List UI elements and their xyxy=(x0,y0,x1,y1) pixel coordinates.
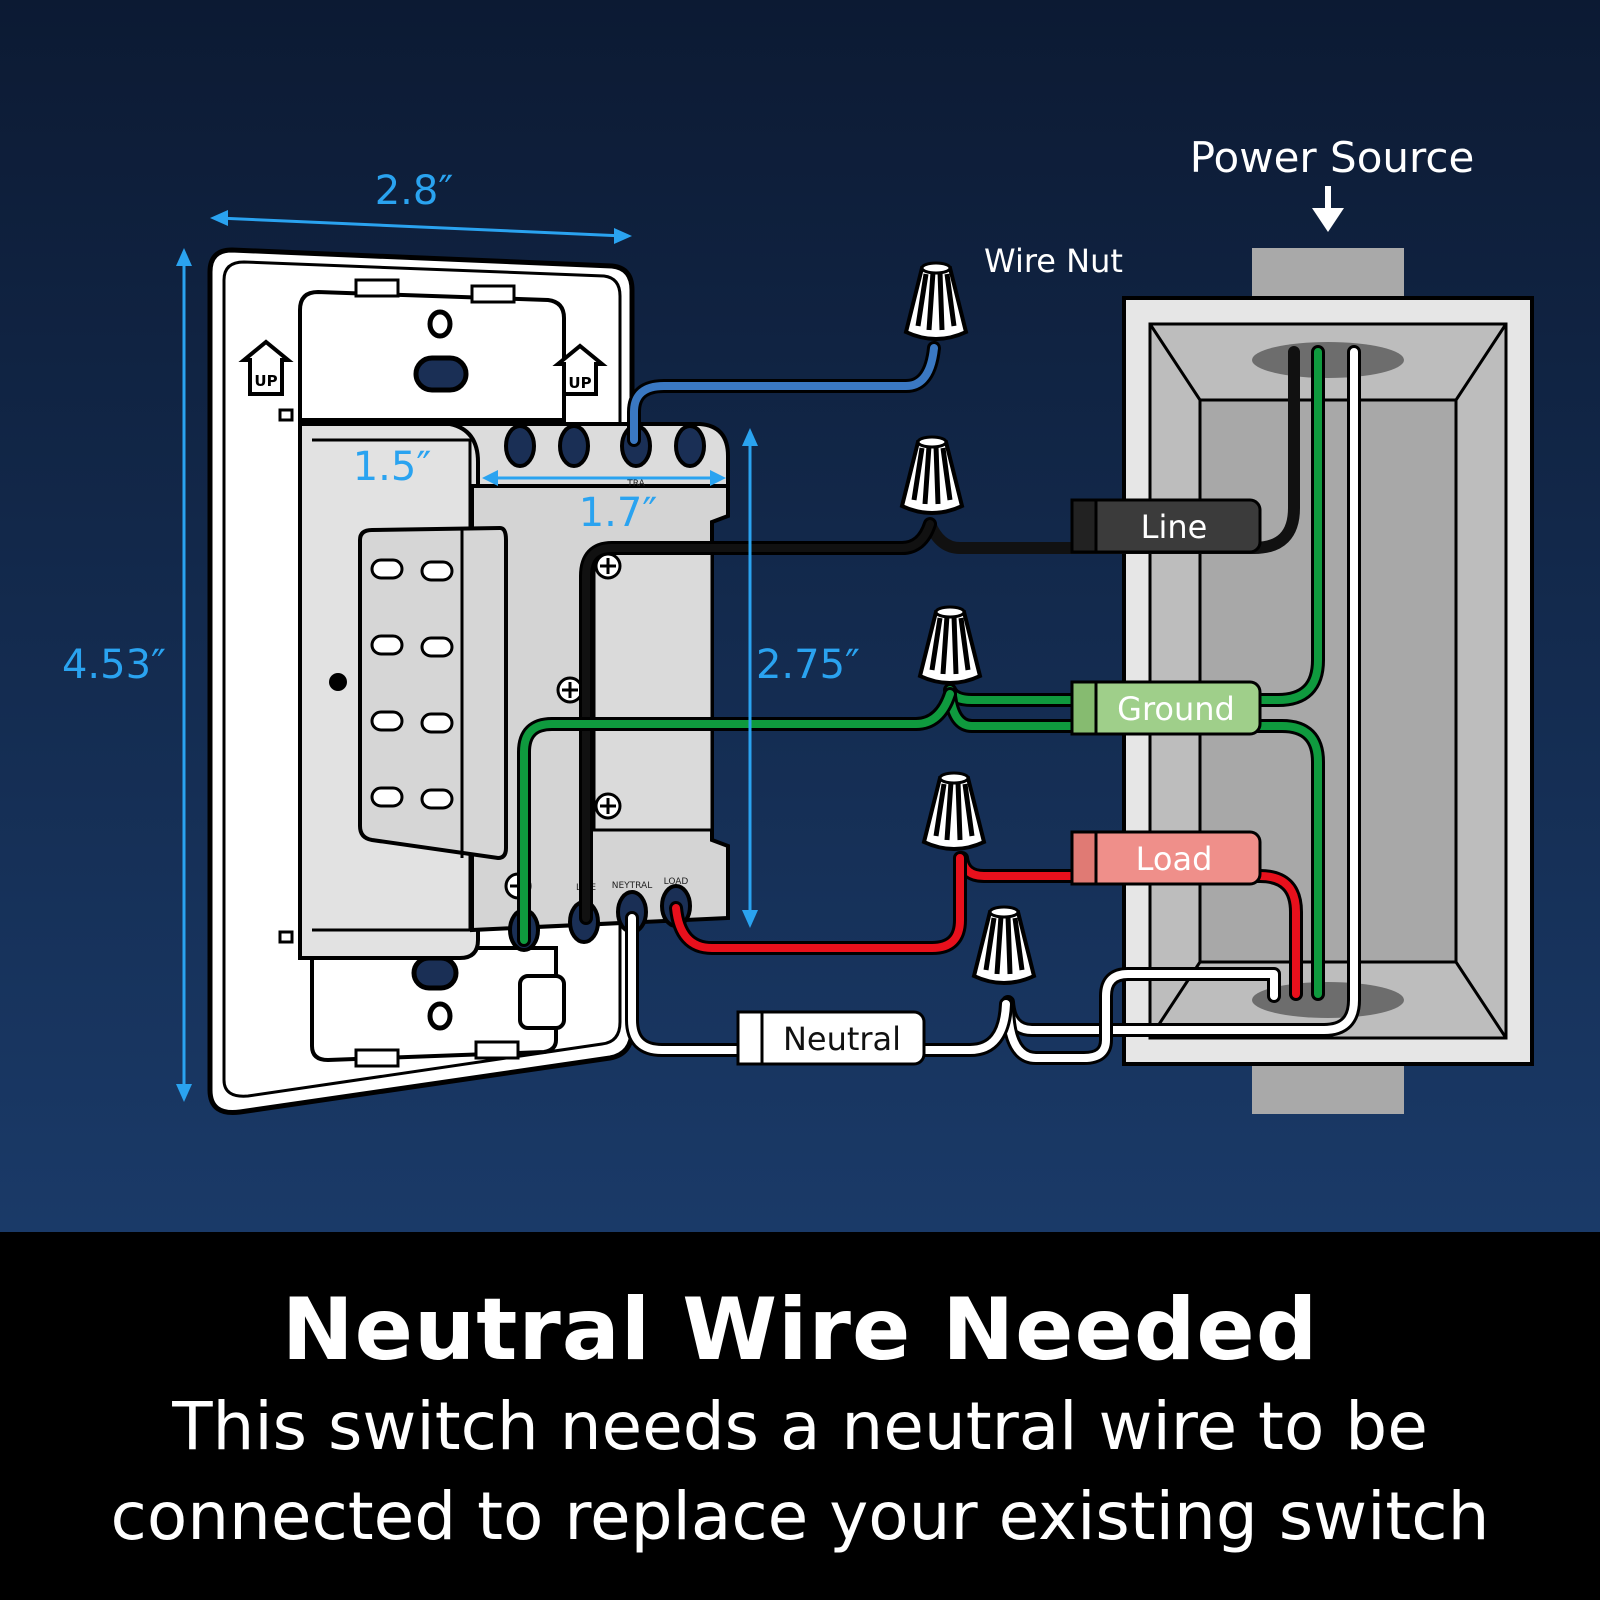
junction-box xyxy=(1122,248,1534,1114)
svg-text:UP: UP xyxy=(568,374,591,392)
dim-module-height: 2.75″ xyxy=(756,642,860,688)
line-tag: Line xyxy=(1070,498,1262,554)
wire-nut-callout: Wire Nut xyxy=(984,242,1123,280)
svg-text:Load: Load xyxy=(1136,840,1213,878)
neutral-tag: Neutral xyxy=(736,1010,926,1066)
top-terminals: TRA xyxy=(504,424,706,489)
screws xyxy=(504,552,622,900)
mount-slot-bottom xyxy=(411,955,459,991)
power-source-callout: Power Source xyxy=(1190,133,1475,182)
paddle-dots xyxy=(370,558,454,810)
switch-paddle[interactable] xyxy=(358,525,508,861)
dim-width: 2.8″ xyxy=(375,168,454,214)
svg-text:TRA: TRA xyxy=(626,479,645,489)
svg-text:Line: Line xyxy=(1141,508,1208,546)
svg-text:Neutral: Neutral xyxy=(783,1020,901,1058)
dim-height: 4.53″ xyxy=(62,642,166,688)
load-tag: Load xyxy=(1070,830,1262,886)
mount-hole-top xyxy=(427,309,453,339)
up-marker-left: UP xyxy=(238,339,294,396)
up-marker-right: UP xyxy=(552,343,608,396)
svg-text:Ground: Ground xyxy=(1117,690,1235,728)
caption-line-1: This switch needs a neutral wire to be xyxy=(172,1388,1428,1465)
caption-panel: Neutral Wire Needed This switch needs a … xyxy=(0,1232,1600,1600)
caption-line-2: connected to replace your existing switc… xyxy=(110,1478,1490,1555)
svg-text:NEYTRAL: NEYTRAL xyxy=(612,881,652,891)
mount-slot-top xyxy=(413,355,469,393)
mount-hole-bottom xyxy=(427,1001,453,1031)
dim-depth-side: 1.5″ xyxy=(353,444,432,490)
svg-text:LOAD: LOAD xyxy=(664,877,689,887)
power-source-arrow xyxy=(1312,186,1344,232)
ground-tag: Ground xyxy=(1070,680,1262,736)
wiring-diagram: UP UP TRA xyxy=(0,0,1600,1232)
dim-module-width: 1.7″ xyxy=(579,490,658,536)
svg-text:UP: UP xyxy=(254,372,277,390)
dimension-lines xyxy=(176,210,758,1102)
caption-title: Neutral Wire Needed xyxy=(281,1280,1319,1380)
